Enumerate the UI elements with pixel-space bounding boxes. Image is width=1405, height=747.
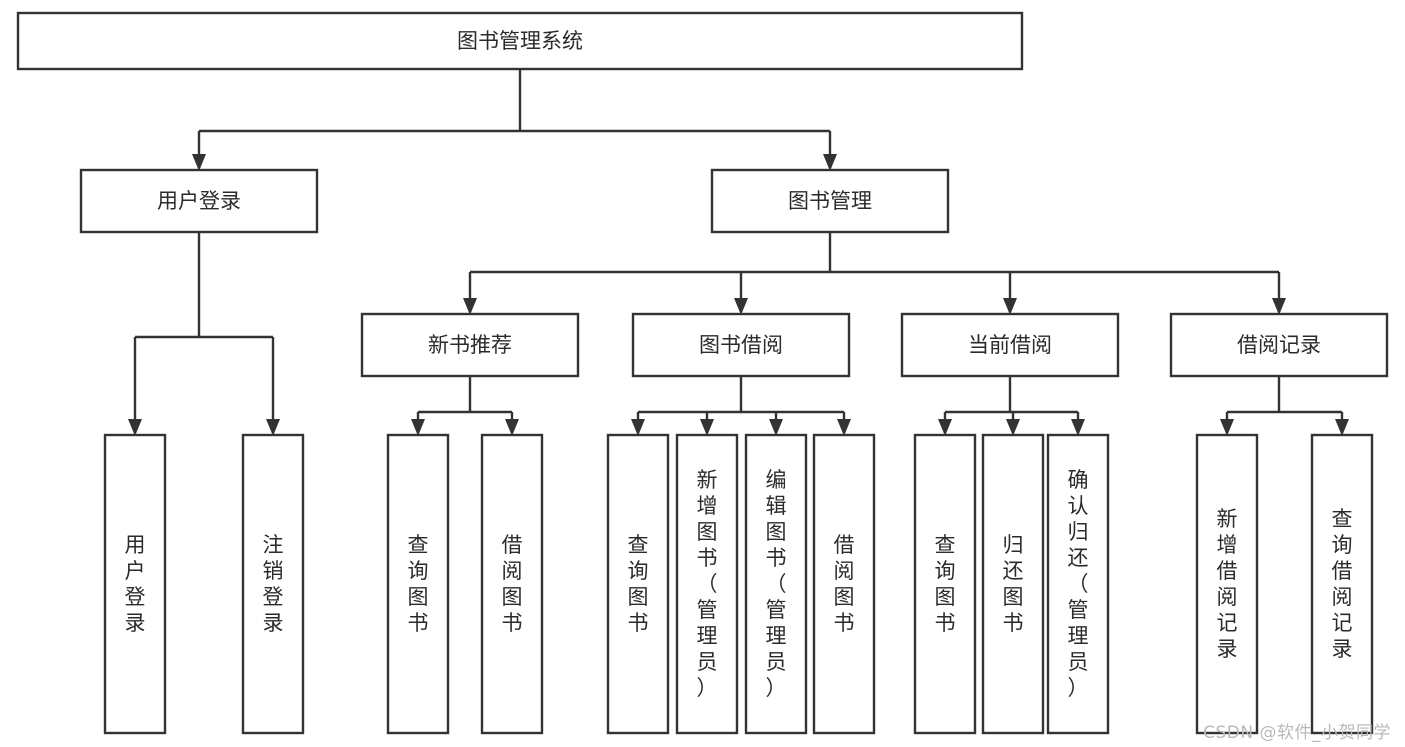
arrow-head-icon [1006, 419, 1020, 436]
node-leaf-query-record-rect [1310, 433, 1374, 735]
arrow-head-icon [700, 419, 714, 436]
node-leaf-add-record-rect [1195, 433, 1259, 735]
node-new-book-recommend[interactable]: 新书推荐 [360, 312, 580, 378]
node-leaf-borrow-book-2-rect [812, 433, 876, 735]
node-new-book-recommend-label: 新书推荐 [428, 333, 512, 357]
node-leaf-borrow-book-2-label: 借阅图书 [834, 533, 855, 635]
node-leaf-confirm-return-rect [1046, 433, 1110, 735]
node-current-borrow[interactable]: 当前借阅 [900, 312, 1120, 378]
node-book-borrow-label: 图书借阅 [699, 333, 783, 357]
node-book-manage[interactable]: 图书管理 [710, 168, 950, 234]
arrow-head-icon [192, 154, 206, 171]
node-user-login[interactable]: 用户登录 [79, 168, 319, 234]
node-leaf-confirm-return-label: 确认归还（管理员） [1068, 468, 1089, 700]
node-leaf-add-record-label: 新增借阅记录 [1217, 507, 1238, 661]
node-book-borrow[interactable]: 图书借阅 [631, 312, 851, 378]
node-leaf-query-book-2-rect [606, 433, 670, 735]
arrow-head-icon [1335, 419, 1349, 436]
node-leaf-query-book-3-label: 查询图书 [935, 533, 956, 635]
arrow-head-icon [505, 419, 519, 436]
node-leaf-confirm-return[interactable]: 确认归还（管理员） [1046, 433, 1110, 735]
node-leaf-add-book-rect [675, 433, 739, 735]
node-root-root-label: 图书管理系统 [457, 29, 583, 53]
node-current-borrow-label: 当前借阅 [968, 333, 1052, 357]
node-leaf-query-book-1-rect [386, 433, 450, 735]
node-leaf-user-logout-label: 注销登录 [263, 533, 284, 635]
node-leaf-query-book-2-label: 查询图书 [628, 533, 649, 635]
node-root-root-rect [16, 11, 1024, 71]
node-leaf-edit-book-label: 编辑图书（管理员） [766, 468, 787, 700]
arrow-head-icon [1003, 298, 1017, 315]
arrow-head-icon [463, 298, 477, 315]
node-leaf-query-book-3[interactable]: 查询图书 [913, 433, 977, 735]
node-current-borrow-rect [900, 312, 1120, 378]
node-leaf-user-login-rect [103, 433, 167, 735]
node-leaf-query-book-2[interactable]: 查询图书 [606, 433, 670, 735]
arrow-head-icon [837, 419, 851, 436]
node-book-borrow-rect [631, 312, 851, 378]
node-leaf-add-record[interactable]: 新增借阅记录 [1195, 433, 1259, 735]
node-borrow-record[interactable]: 借阅记录 [1169, 312, 1389, 378]
arrow-head-icon [266, 419, 280, 436]
node-leaf-user-login-label: 用户登录 [125, 533, 146, 635]
node-leaf-borrow-book-1[interactable]: 借阅图书 [480, 433, 544, 735]
node-user-login-rect [79, 168, 319, 234]
node-leaf-query-book-1-label: 查询图书 [408, 533, 429, 635]
arrow-head-icon [734, 298, 748, 315]
node-layer: 图书管理系统用户登录图书管理新书推荐图书借阅当前借阅借阅记录用户登录注销登录查询… [16, 11, 1389, 735]
csdn-watermark: CSDN @软件_小贺同学 [1203, 723, 1391, 743]
node-root-root[interactable]: 图书管理系统 [16, 11, 1024, 71]
node-leaf-edit-book[interactable]: 编辑图书（管理员） [744, 433, 808, 735]
node-leaf-query-record-label: 查询借阅记录 [1332, 507, 1353, 661]
node-user-login-label: 用户登录 [157, 189, 241, 213]
connector-layer [128, 69, 1349, 436]
node-leaf-query-book-1[interactable]: 查询图书 [386, 433, 450, 735]
node-leaf-return-book-rect [981, 433, 1045, 735]
node-leaf-user-login[interactable]: 用户登录 [103, 433, 167, 735]
node-leaf-edit-book-rect [744, 433, 808, 735]
arrow-head-icon [411, 419, 425, 436]
arrow-head-icon [631, 419, 645, 436]
arrow-head-icon [1272, 298, 1286, 315]
node-book-manage-label: 图书管理 [788, 189, 872, 213]
node-leaf-return-book-label: 归还图书 [1003, 533, 1024, 635]
node-borrow-record-label: 借阅记录 [1237, 333, 1321, 357]
node-leaf-borrow-book-1-rect [480, 433, 544, 735]
node-new-book-recommend-rect [360, 312, 580, 378]
arrow-head-icon [1220, 419, 1234, 436]
node-leaf-borrow-book-2[interactable]: 借阅图书 [812, 433, 876, 735]
node-leaf-query-record[interactable]: 查询借阅记录 [1310, 433, 1374, 735]
arrow-head-icon [823, 154, 837, 171]
node-leaf-query-book-3-rect [913, 433, 977, 735]
node-leaf-add-book-label: 新增图书（管理员） [697, 468, 718, 700]
arrow-head-icon [128, 419, 142, 436]
node-borrow-record-rect [1169, 312, 1389, 378]
node-book-manage-rect [710, 168, 950, 234]
node-leaf-borrow-book-1-label: 借阅图书 [502, 533, 523, 635]
arrow-head-icon [1071, 419, 1085, 436]
node-leaf-return-book[interactable]: 归还图书 [981, 433, 1045, 735]
node-leaf-add-book[interactable]: 新增图书（管理员） [675, 433, 739, 735]
node-leaf-user-logout[interactable]: 注销登录 [241, 433, 305, 735]
arrow-head-icon [769, 419, 783, 436]
arrow-head-icon [938, 419, 952, 436]
node-leaf-user-logout-rect [241, 433, 305, 735]
